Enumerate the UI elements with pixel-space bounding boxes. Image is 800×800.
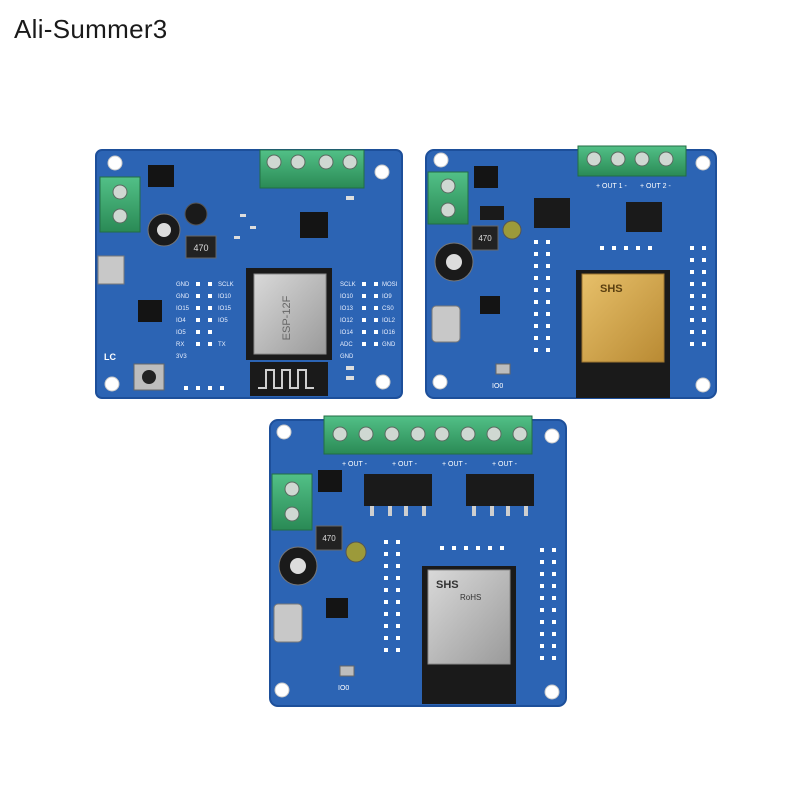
terminal-left	[271, 473, 313, 531]
module-label-esp32-4: SHS	[436, 579, 459, 591]
out-label: + OUT -	[442, 461, 468, 468]
module-label-esp32-2: SHS	[600, 283, 623, 295]
module-marks: RoHS	[460, 593, 481, 602]
out-label: + OUT -	[392, 461, 418, 468]
pin-label: IO9	[382, 294, 392, 300]
terminal-top	[259, 149, 365, 189]
module-label-esp12f: ESP-12F	[281, 295, 293, 340]
inductor-label-2: 470	[478, 234, 492, 243]
inductor-label-3: 470	[322, 534, 336, 543]
terminal-left	[99, 176, 141, 233]
pin-label: IO12	[340, 318, 354, 324]
out1-label: + OUT 1 -	[596, 183, 627, 190]
pin-label: IOL2	[382, 318, 396, 324]
board-esp32-2ch: + OUT 1 - + OUT 2 - 470 SHS	[425, 145, 717, 399]
watermark-text: Ali-Summer3	[14, 14, 168, 44]
pin-label: IO13	[340, 306, 354, 312]
pin-label: IO4	[176, 318, 186, 324]
pin-label: IO5	[176, 330, 186, 336]
boot-label-3: IO0	[338, 685, 349, 692]
terminal-top	[577, 145, 687, 177]
pin-label: SCLK	[218, 282, 234, 288]
pin-label: RX	[176, 342, 184, 348]
pin-label: SCLK	[340, 282, 356, 288]
pin-label: 3V3	[176, 354, 187, 360]
pin-label: IO5	[218, 318, 228, 324]
pin-label: CS0	[382, 306, 394, 312]
pin-label: IO16	[382, 330, 396, 336]
out-label: + OUT -	[492, 461, 518, 468]
boot-label-2: IO0	[492, 383, 503, 390]
pin-label: IO10	[340, 294, 354, 300]
pin-label: IO15	[218, 306, 232, 312]
terminal-left	[427, 171, 469, 225]
pin-label: GND	[382, 342, 396, 348]
pin-label: TX	[218, 342, 226, 348]
esp12f-module: ESP-12F	[246, 268, 332, 396]
pin-label: IO10	[218, 294, 232, 300]
pin-label: GND	[176, 282, 190, 288]
board-esp32-4ch: + OUT - + OUT - + OUT - + OUT - 470	[269, 415, 567, 707]
lc-label: LC	[104, 352, 116, 362]
board-esp12f: 470 ESP-12F GND GND IO15 IO4 IO5	[95, 149, 403, 399]
pin-label: ADC	[340, 342, 353, 348]
out2-label: + OUT 2 -	[640, 183, 671, 190]
pin-label: IO15	[176, 306, 190, 312]
pin-label: GND	[176, 294, 190, 300]
inductor-label-1: 470	[193, 243, 208, 253]
terminal-top	[323, 415, 533, 455]
pin-label: IO14	[340, 330, 354, 336]
pin-label: MOSI	[382, 282, 398, 288]
esp32-module: SHS RoHS	[422, 566, 516, 704]
esp32-module: SHS	[576, 270, 670, 398]
out-label: + OUT -	[342, 461, 368, 468]
pin-label: GND	[340, 354, 354, 360]
